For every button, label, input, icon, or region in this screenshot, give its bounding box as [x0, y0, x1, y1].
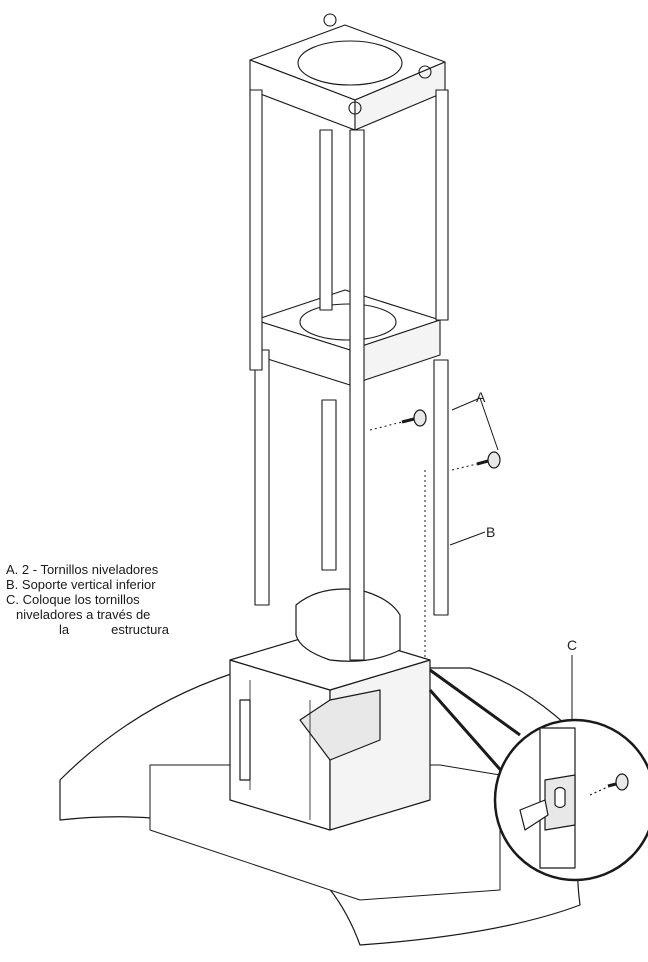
- legend-item-c-line2: niveladores a través de: [16, 607, 151, 622]
- zoom-connector-2: [428, 689, 507, 776]
- legend-item-a: A. 2 - Tornillos niveladores: [6, 562, 159, 577]
- legend-item-c-line3b: estructura: [111, 622, 169, 637]
- legend-item-c-line1: C. Coloque los tornillos: [6, 592, 140, 607]
- legend-item-c-line3a: la: [59, 622, 70, 637]
- legend: A. 2 - Tornillos niveladores B. Soporte …: [6, 562, 221, 637]
- upper-frame: [249, 13, 449, 661]
- leveling-screw-2: [476, 451, 501, 469]
- legend-item-c-line3: la estructura: [6, 622, 221, 637]
- leveling-screw-1: [401, 409, 427, 427]
- callout-c: C: [567, 637, 577, 653]
- callout-b-leader: [449, 531, 486, 546]
- callout-a: A: [476, 389, 486, 405]
- alignment-line-1: [369, 419, 411, 431]
- blower-ring: [295, 588, 401, 662]
- callout-a-leader: [451, 397, 499, 451]
- zoom-connector-1: [429, 668, 521, 737]
- legend-item-b: B. Soporte vertical inferior: [6, 577, 156, 592]
- callout-b: B: [486, 524, 495, 540]
- detail-circle: [493, 718, 648, 882]
- alignment-line-2: [451, 461, 486, 471]
